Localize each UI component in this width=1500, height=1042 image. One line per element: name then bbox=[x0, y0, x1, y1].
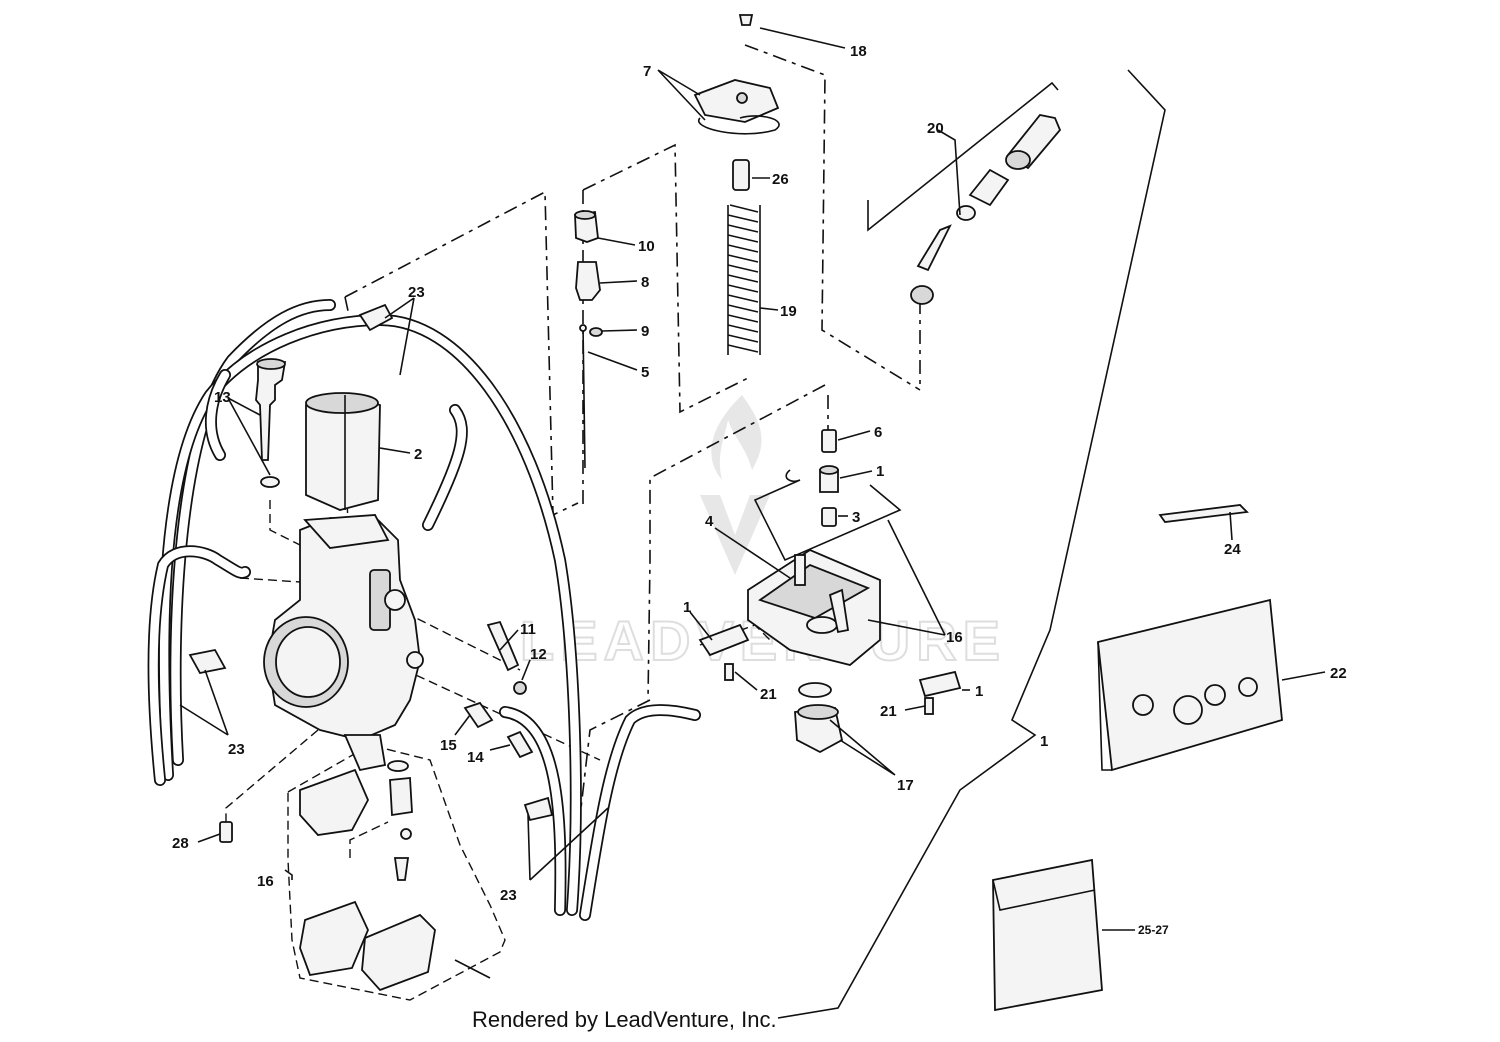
callout-14: 14 bbox=[467, 749, 484, 766]
callout-28: 28 bbox=[172, 835, 189, 852]
callout-25-27: 25-27 bbox=[1138, 923, 1169, 937]
callout-1-left-plate: 1 bbox=[683, 599, 691, 616]
air-screw bbox=[255, 358, 287, 488]
callout-24: 24 bbox=[1224, 541, 1241, 558]
callout-26: 26 bbox=[772, 171, 789, 188]
callout-23-top: 23 bbox=[408, 284, 425, 301]
needle-column bbox=[574, 210, 603, 469]
slide-spring bbox=[693, 14, 780, 355]
callout-2: 2 bbox=[414, 446, 422, 463]
callout-12: 12 bbox=[530, 646, 547, 663]
callout-9: 9 bbox=[641, 323, 649, 340]
throttle-cable bbox=[910, 114, 1062, 305]
callout-23-bottom: 23 bbox=[500, 887, 517, 904]
callout-23-left: 23 bbox=[228, 741, 245, 758]
callout-19: 19 bbox=[780, 303, 797, 320]
callout-5: 5 bbox=[641, 364, 649, 381]
callout-leaders bbox=[179, 27, 1326, 931]
boundary-lines bbox=[777, 69, 1166, 1019]
callout-15: 15 bbox=[440, 737, 457, 754]
float-bowl-group bbox=[698, 429, 962, 715]
carburetor-body bbox=[263, 514, 424, 772]
kits bbox=[992, 504, 1283, 1012]
callout-6: 6 bbox=[874, 424, 882, 441]
callout-17: 17 bbox=[897, 777, 914, 794]
callout-7: 7 bbox=[643, 63, 651, 80]
callout-21-left: 21 bbox=[760, 686, 777, 703]
hose-clips bbox=[188, 303, 554, 822]
callout-3: 3 bbox=[852, 509, 860, 526]
callout-8: 8 bbox=[641, 274, 649, 291]
callout-16-float: 16 bbox=[257, 873, 274, 890]
callout-13: 13 bbox=[214, 389, 231, 406]
callout-1-kit: 1 bbox=[1040, 733, 1048, 750]
drain-plug bbox=[794, 682, 844, 754]
callout-22: 22 bbox=[1330, 665, 1347, 682]
float-parts bbox=[219, 760, 491, 992]
callout-10: 10 bbox=[638, 238, 655, 255]
float-assembly-enclosure bbox=[287, 744, 506, 1001]
callout-18: 18 bbox=[850, 43, 867, 60]
throttle-slide bbox=[305, 392, 381, 511]
callout-11: 11 bbox=[520, 621, 536, 638]
callout-labels: 18 7 26 20 10 8 19 9 5 23 13 2 6 1 3 4 1… bbox=[172, 43, 1347, 937]
callout-1-right-plate: 1 bbox=[975, 683, 983, 700]
callout-16-bowl: 16 bbox=[946, 629, 963, 646]
rendered-by-credit: Rendered by LeadVenture, Inc. bbox=[472, 1007, 777, 1032]
callout-20: 20 bbox=[927, 120, 944, 137]
callout-4: 4 bbox=[705, 513, 714, 530]
callout-1-float-needle: 1 bbox=[876, 463, 884, 480]
callout-21-right: 21 bbox=[880, 703, 897, 720]
